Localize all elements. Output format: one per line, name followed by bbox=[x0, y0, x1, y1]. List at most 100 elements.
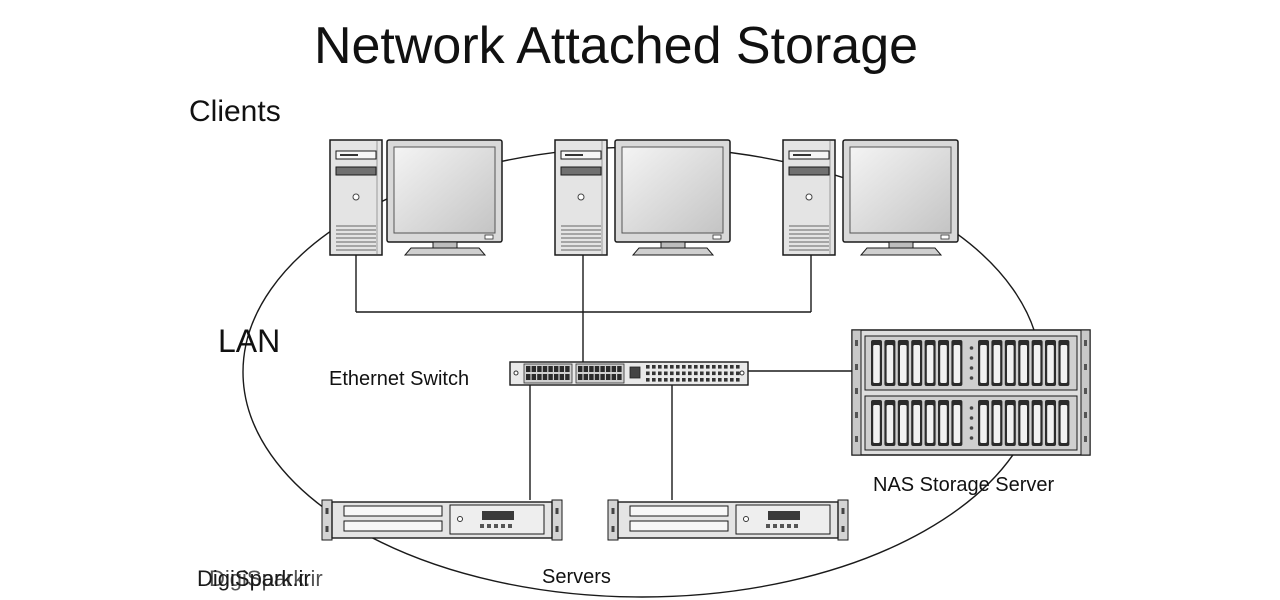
status-led bbox=[682, 371, 686, 376]
status-led bbox=[664, 378, 668, 382]
nas-drive-face bbox=[926, 405, 934, 443]
nas-indicator bbox=[969, 406, 974, 410]
switch-port bbox=[594, 374, 600, 380]
switch-port bbox=[594, 366, 600, 372]
status-led bbox=[652, 371, 656, 376]
nas-indicator bbox=[969, 426, 974, 430]
ethernet-switch-label: Ethernet Switch bbox=[329, 368, 469, 390]
server-button bbox=[487, 524, 491, 528]
switch-port bbox=[548, 374, 553, 380]
nas-drive-face bbox=[913, 345, 920, 383]
server-front-panel bbox=[735, 504, 831, 535]
rack-ear bbox=[607, 499, 619, 541]
nas-drive-face bbox=[993, 405, 1001, 443]
nas-drive-face bbox=[940, 405, 947, 443]
status-led bbox=[652, 378, 656, 382]
monitor-base bbox=[859, 247, 943, 256]
drive-bay bbox=[560, 166, 602, 176]
ethernet-switch bbox=[509, 361, 749, 386]
monitor-screen bbox=[393, 146, 496, 234]
status-led bbox=[670, 371, 674, 376]
status-led bbox=[718, 371, 722, 376]
status-led bbox=[736, 378, 740, 382]
nas-drive-face bbox=[1007, 345, 1014, 383]
server-button bbox=[766, 524, 770, 528]
status-led bbox=[730, 371, 734, 376]
status-led bbox=[724, 378, 728, 382]
status-led bbox=[718, 378, 722, 382]
rail-hole bbox=[1084, 436, 1087, 442]
rail-hole bbox=[1084, 340, 1087, 346]
monitor-button bbox=[940, 234, 950, 240]
power-button bbox=[577, 193, 585, 201]
servers-label: Servers bbox=[542, 566, 611, 588]
status-led bbox=[700, 371, 704, 376]
status-led bbox=[712, 378, 716, 382]
monitor bbox=[386, 139, 503, 256]
server-button bbox=[794, 524, 798, 528]
switch-port bbox=[542, 366, 548, 372]
nas-storage-server bbox=[851, 329, 1091, 456]
server-button bbox=[508, 524, 512, 528]
status-led bbox=[658, 378, 662, 382]
nas-indicator bbox=[969, 366, 974, 370]
tower-pc bbox=[329, 139, 383, 256]
status-led bbox=[664, 371, 668, 376]
port-block bbox=[575, 363, 625, 384]
status-led bbox=[700, 365, 704, 369]
rail-hole bbox=[855, 388, 858, 394]
switch-port bbox=[537, 366, 542, 372]
switch-port bbox=[617, 374, 622, 380]
status-led bbox=[730, 365, 734, 369]
status-led bbox=[688, 365, 692, 369]
server-2 bbox=[607, 499, 849, 541]
nas-drive-face bbox=[980, 345, 987, 383]
status-led bbox=[646, 378, 650, 382]
clients-label: Clients bbox=[189, 95, 281, 128]
status-led bbox=[646, 371, 650, 376]
monitor-screen bbox=[621, 146, 724, 234]
switch-screw bbox=[513, 370, 519, 376]
server-front-panel bbox=[449, 504, 545, 535]
drive-slot bbox=[565, 154, 583, 156]
servers-group bbox=[321, 499, 849, 541]
watermark: DigiSpark.ir bbox=[197, 566, 311, 591]
server-1 bbox=[321, 499, 563, 541]
status-led bbox=[712, 371, 716, 376]
server-button bbox=[494, 524, 498, 528]
ear-hole bbox=[841, 508, 845, 514]
status-led bbox=[670, 378, 674, 382]
nas-indicator bbox=[969, 376, 974, 380]
rail-hole bbox=[855, 436, 858, 442]
power-button bbox=[352, 193, 360, 201]
switch-port bbox=[578, 366, 583, 372]
server-power-button bbox=[743, 516, 749, 522]
nas-indicator bbox=[969, 356, 974, 360]
nas-drive-face bbox=[1033, 345, 1041, 383]
switch-port bbox=[617, 366, 622, 372]
ear-hole bbox=[325, 526, 329, 532]
switch-port bbox=[583, 366, 588, 372]
switch-port bbox=[611, 366, 616, 372]
switch-port bbox=[526, 374, 531, 380]
switch-port bbox=[578, 374, 583, 380]
ear-hole bbox=[555, 526, 559, 532]
monitor-button bbox=[712, 234, 722, 240]
status-led bbox=[676, 378, 680, 382]
switch-port bbox=[542, 374, 548, 380]
ear-hole bbox=[841, 526, 845, 532]
page-title: Network Attached Storage bbox=[314, 17, 918, 75]
nas-drive-face bbox=[1047, 405, 1054, 443]
server-button bbox=[773, 524, 777, 528]
status-led bbox=[736, 365, 740, 369]
status-led bbox=[676, 365, 680, 369]
client-2 bbox=[554, 139, 731, 256]
server-drive-slot bbox=[629, 520, 729, 532]
status-led bbox=[676, 371, 680, 376]
status-led bbox=[694, 371, 698, 376]
switch-port bbox=[554, 366, 559, 372]
monitor-button bbox=[484, 234, 494, 240]
status-led bbox=[724, 365, 728, 369]
switch-port bbox=[600, 374, 605, 380]
